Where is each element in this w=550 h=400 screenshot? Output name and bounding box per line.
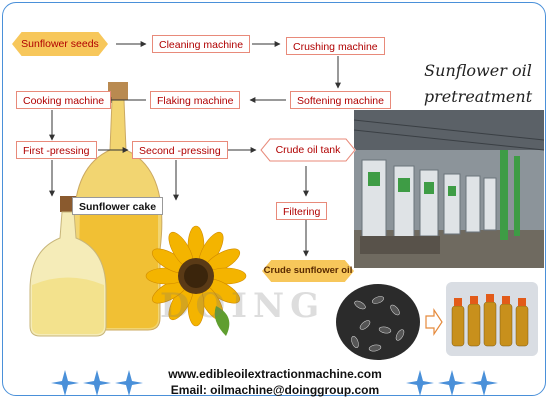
sunflower-illustration [145,225,247,336]
node-crude-sunflower-oil: Crude sunflower oil [262,260,354,282]
node-cleaning-machine: Cleaning machine [152,35,251,53]
crude-oil-tank-outline [260,138,356,162]
node-label: Crude sunflower oil [263,265,353,276]
node-crushing-machine: Crushing machine [286,37,385,55]
star-icon [51,370,79,396]
caption-line-2: pretreatment [423,87,533,106]
star-icon [470,370,498,396]
rounded-frame [2,2,546,396]
node-filtering: Filtering [276,202,328,220]
node-crude-oil-tank: Crude oil tank [260,138,356,162]
node-first-pressing: First -pressing [16,141,97,159]
caption-line-1: Sunflower oil [424,61,532,80]
footer-website[interactable]: www.edibleoilextractionmachine.com [168,367,382,381]
node-label: Crude oil tank [275,144,341,156]
factory-photo [354,110,544,268]
bottled-oil-photo [446,282,538,356]
pretreatment-caption: Sunflower oil pretreatment [408,58,548,110]
node-second-pressing: Second -pressing [132,141,228,159]
seeds-to-bottles-arrow-icon [425,308,443,336]
node-sunflower-seeds: Sunflower seeds [12,32,108,56]
node-label: Sunflower seeds [21,38,99,50]
footer-email[interactable]: Email: oilmachine@doinggroup.com [170,383,380,397]
small-oil-bottle-illustration [29,196,107,337]
footer: www.edibleoilextractionmachine.com Email… [0,366,550,400]
node-cooking-machine: Cooking machine [16,91,112,109]
star-icon [406,370,434,396]
star-icon [115,370,143,396]
node-softening-machine: Softening machine [290,91,391,109]
watermark-text: DOING [160,286,326,326]
star-icon [438,370,466,396]
star-icon [83,370,111,396]
sunflower-seeds-photo [336,284,420,360]
footer-stars [51,370,498,396]
node-sunflower-cake: Sunflower cake [72,197,164,215]
node-flaking-machine: Flaking machine [150,91,241,109]
